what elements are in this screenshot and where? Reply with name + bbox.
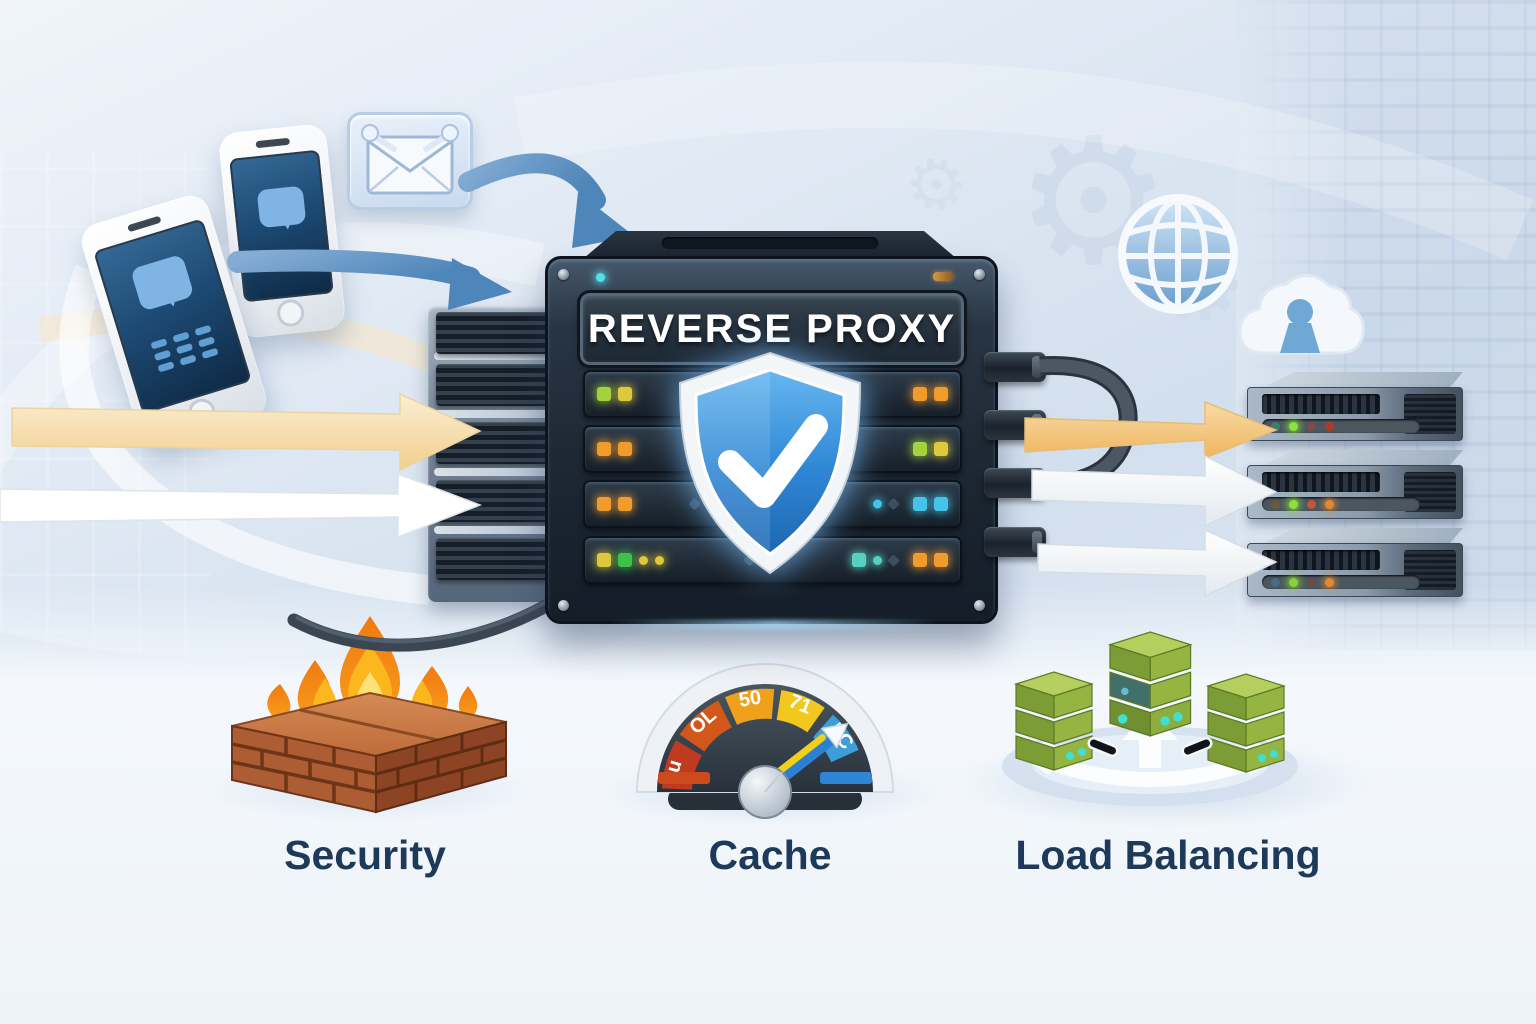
- distribution-arrow: [1042, 753, 1258, 787]
- status-led: [596, 273, 605, 282]
- cache-label: Cache: [708, 832, 832, 878]
- server-vent-grille: [1262, 394, 1380, 414]
- request-arrow-icon: [0, 472, 483, 539]
- routed-arrow-icon: [1024, 400, 1279, 460]
- server-vent-grille: [1262, 472, 1380, 492]
- brick-joints: [375, 734, 507, 801]
- gauge-blue-bar: [820, 772, 872, 784]
- globe-icon: [1118, 194, 1238, 314]
- shield-check-icon: [678, 351, 862, 575]
- check-icon: [718, 414, 828, 508]
- screw: [558, 269, 569, 280]
- proxy-top-face: [582, 231, 958, 259]
- email-icon: [347, 112, 473, 210]
- cloud-upload-icon: [1238, 274, 1365, 355]
- server-led-strip: [1262, 575, 1420, 589]
- speedometer-icon: u OL 50 71 LC: [635, 663, 895, 819]
- curved-arrow-icon: [448, 258, 512, 310]
- svg-text:50: 50: [737, 686, 762, 711]
- proxy-reflection: [610, 620, 940, 630]
- screw: [974, 600, 985, 611]
- load-balancing-label: Load Balancing: [1015, 832, 1321, 878]
- backend-server-icon: [1247, 528, 1463, 597]
- server-led-strip: [1262, 497, 1420, 511]
- brick-joints: [231, 737, 377, 803]
- up-arrow-icon: [1122, 708, 1178, 768]
- gauge-red-bar: [658, 772, 710, 784]
- server-led-strip: [1262, 419, 1420, 433]
- cable-plug-icon: [984, 352, 1046, 382]
- power-port: [933, 272, 953, 281]
- server-cube-stack: [1014, 631, 1286, 773]
- connector-handle: [1181, 737, 1213, 757]
- connector-handle: [1087, 737, 1119, 757]
- routed-arrow-icon: [1031, 454, 1278, 528]
- proxy-title: REVERSE PROXY: [587, 306, 957, 351]
- svg-text:u: u: [662, 757, 687, 775]
- screw: [974, 269, 985, 280]
- cable-plug-icon: [984, 527, 1046, 557]
- server-vent-grille: [1262, 550, 1380, 570]
- request-arrow-icon: [11, 392, 482, 472]
- upload-figure-body: [1280, 323, 1320, 353]
- upload-figure-head: [1287, 299, 1313, 325]
- backend-server-icon: [1247, 450, 1463, 519]
- backend-server-icon: [1247, 372, 1463, 441]
- security-label: Security: [284, 832, 446, 878]
- load-balancer-cubes-icon: [1002, 631, 1298, 806]
- screw: [558, 600, 569, 611]
- routed-arrow-icon: [1037, 528, 1278, 598]
